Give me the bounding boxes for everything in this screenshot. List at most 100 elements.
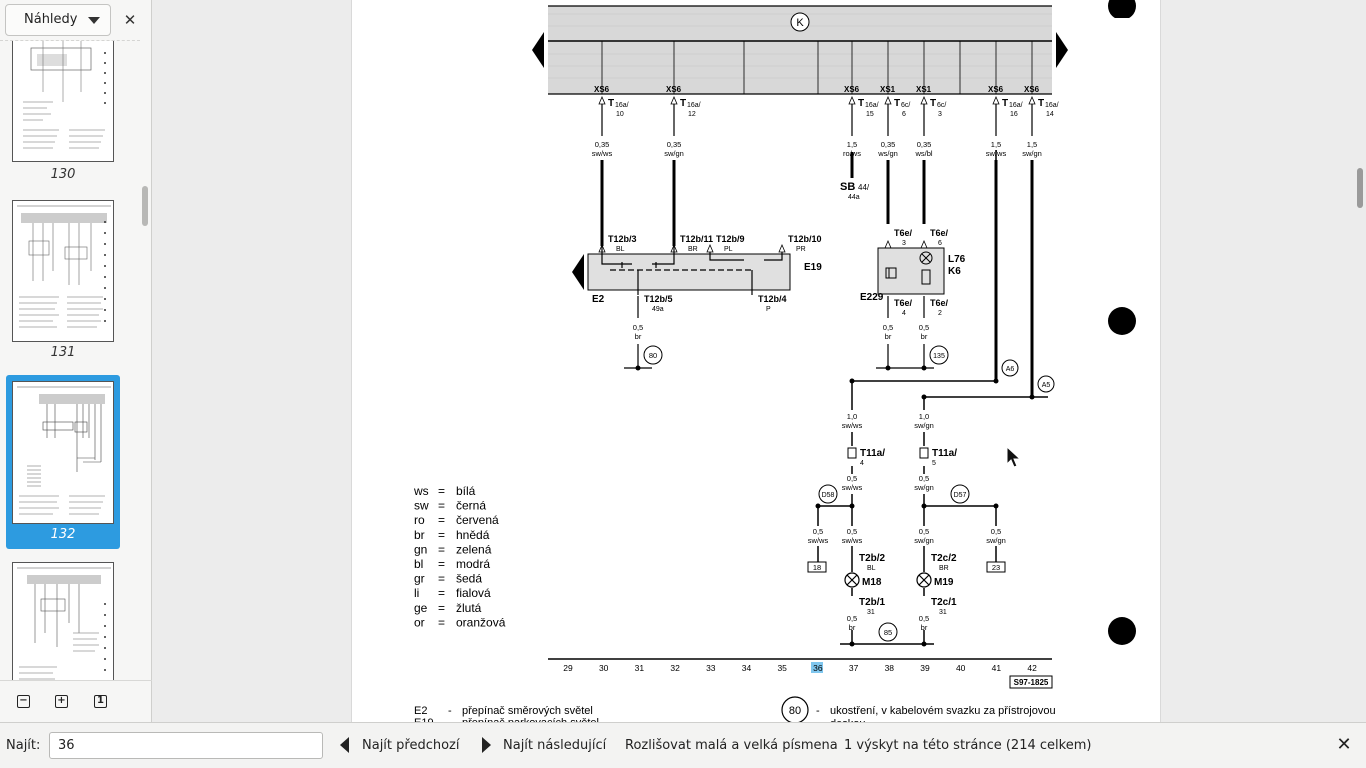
wire-gauge: 1,5 (847, 140, 857, 149)
thumbnail-image (12, 562, 114, 680)
column-number: 32 (670, 663, 680, 673)
footnote-code: E19 (414, 717, 434, 722)
connector-label: T2c/1 (931, 597, 957, 608)
footnote-text: deskou (830, 718, 865, 722)
arrow-right-icon[interactable] (482, 737, 491, 753)
column-number: 42 (1027, 663, 1037, 673)
footnote-dash: - (448, 717, 452, 722)
wire-gauge: 1,5 (991, 140, 1001, 149)
l76-label: L76 (948, 254, 966, 265)
match-case-toggle[interactable]: Rozlišovat malá a velká písmena (625, 738, 838, 753)
bulb-m18-label: M18 (862, 577, 882, 588)
connector-pin: 10 (616, 111, 624, 118)
legend-sep: = (438, 513, 445, 527)
connector-label: T2b/1 (859, 597, 886, 608)
connector-label: T (894, 98, 900, 109)
legend-sep: = (438, 557, 445, 571)
sidebar-view-select[interactable]: Náhledy (5, 4, 111, 36)
connector-pin: PL (724, 246, 733, 253)
ground-point-80: 80 (649, 351, 657, 360)
wire-color: br (921, 623, 928, 632)
legend-code: li (414, 586, 419, 600)
wire-color: sw/ws (842, 483, 863, 492)
footnote-text: přepínač směrových světel (462, 705, 593, 717)
find-input[interactable] (49, 732, 323, 759)
original-size-icon[interactable]: 1 (94, 695, 107, 708)
wire-color: sw/ws (842, 421, 863, 430)
column-number: 36 (813, 663, 823, 673)
column-number: 38 (885, 663, 895, 673)
legend-sep: = (438, 542, 445, 556)
relay-carrier-label: K (796, 17, 804, 29)
reference-box-18: 18 (813, 563, 821, 572)
column-number: 41 (992, 663, 1002, 673)
e19-label: E19 (804, 262, 822, 273)
close-icon[interactable]: ✕ (1336, 734, 1352, 755)
legend-sep: = (438, 615, 445, 629)
punch-hole (1108, 307, 1136, 335)
connection-a6: A6 (1006, 366, 1015, 373)
connector-label: T (680, 98, 686, 109)
fuse-label: SB (840, 181, 855, 193)
sidebar-scrollbar[interactable] (142, 186, 148, 226)
ground-point-85: 85 (884, 628, 892, 637)
connector-id: XS6 (666, 85, 682, 94)
connector-pin: PR (796, 246, 806, 253)
legend-name: černá (456, 499, 486, 513)
sidebar-view-label: Náhledy (24, 12, 78, 27)
wire-color: br (921, 332, 928, 341)
sidebar-footer: − + 1 (0, 680, 152, 722)
legend-name: fialová (456, 586, 491, 600)
connector-id: XS6 (594, 85, 610, 94)
legend-name: zelená (456, 542, 492, 556)
connector-label: T (930, 98, 936, 109)
wire-gauge: 0,35 (917, 140, 932, 149)
arrow-left-icon[interactable] (340, 737, 349, 753)
wire-gauge: 0,5 (919, 474, 929, 483)
wire-gauge: 0,35 (667, 140, 682, 149)
connector-label: T12b/5 (644, 294, 673, 304)
connector-label: T (1038, 98, 1044, 109)
connector-pin: 16 (1010, 111, 1018, 118)
connector-pin: BR (939, 565, 949, 572)
legend-code: ro (414, 513, 425, 527)
switch-e19 (587, 253, 791, 291)
wire-gauge: 1,0 (847, 412, 857, 421)
wire-gauge: 1,0 (919, 412, 929, 421)
connector-pin: 5 (932, 460, 936, 467)
column-number: 35 (777, 663, 787, 673)
find-previous-button[interactable]: Najít předchozí (362, 738, 460, 753)
wire-gauge: 0,35 (881, 140, 896, 149)
thumbnail-label: 130 (50, 167, 76, 182)
reference-box-23: 23 (992, 563, 1000, 572)
legend-sep: = (438, 586, 445, 600)
legend-name: šedá (456, 572, 482, 586)
punch-hole (1108, 617, 1136, 645)
find-status: 1 výskyt na této stránce (214 celkem) (844, 738, 1092, 753)
close-icon[interactable]: ✕ (123, 11, 137, 29)
connector-pin: 4 (902, 310, 906, 317)
connector-label: T (608, 98, 614, 109)
wire-gauge: 0,5 (847, 474, 857, 483)
find-next-button[interactable]: Najít následující (503, 738, 607, 753)
column-number: 34 (742, 663, 752, 673)
connector-label: T6e/ (894, 298, 913, 308)
bulb-m19-label: M19 (934, 577, 954, 588)
thumbnail-list[interactable]: 130 (0, 40, 140, 680)
connection-d58: D58 (822, 492, 835, 499)
document-scrollbar[interactable] (1357, 168, 1363, 208)
connector-pin: 6 (902, 111, 906, 118)
legend-code: sw (414, 499, 429, 513)
zoom-in-icon[interactable]: + (55, 695, 68, 708)
wire-color: ws/gn (877, 149, 898, 158)
wire-gauge: 0,5 (919, 614, 929, 623)
legend-sep: = (438, 528, 445, 542)
zoom-out-icon[interactable]: − (17, 695, 30, 708)
legend-name: modrá (456, 557, 490, 571)
footnotes: E2-přepínač směrových světelE19-přepínač… (414, 705, 599, 722)
thumbnail-image (12, 41, 114, 162)
